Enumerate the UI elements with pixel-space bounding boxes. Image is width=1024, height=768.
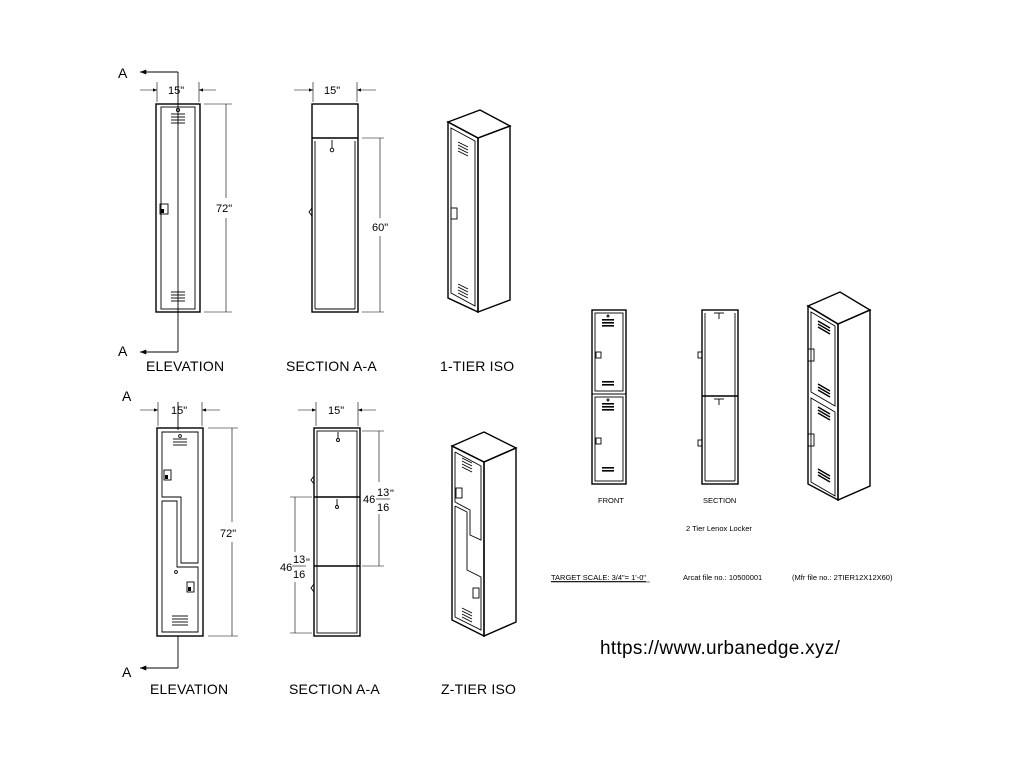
two-tier-front-label: FRONT — [598, 496, 624, 505]
two-tier-title: 2 Tier Lenox Locker — [686, 524, 752, 533]
view-label-section-2: SECTION A-A — [289, 681, 380, 697]
dim-lower-num: 13 — [293, 554, 305, 566]
dim-height-elevation-1: 72" — [216, 203, 232, 215]
dim-lower-den: 16 — [293, 569, 305, 581]
view-label-section-1: SECTION A-A — [286, 358, 377, 374]
view-label-z-tier-iso: Z-TIER ISO — [441, 681, 516, 697]
section-mark-a-top-1: A — [118, 65, 128, 81]
dim-upper-den: 16 — [377, 502, 389, 514]
two-tier-section-label: SECTION — [703, 496, 736, 505]
dim-upper-whole: 46 — [363, 494, 375, 506]
two-tier-front-view: FRONT — [591, 309, 627, 505]
dim-height-section-1: 60" — [372, 222, 388, 234]
elevation-1-view: A A 15" 72" ELEVATION — [118, 65, 232, 374]
view-label-elevation-1: ELEVATION — [146, 358, 224, 374]
dim-width-section-2: 15" — [328, 405, 344, 417]
one-tier-iso-view: 1-TIER ISO — [440, 109, 514, 374]
dim-upper-inch: " — [390, 488, 394, 500]
z-tier-iso-view: Z-TIER ISO — [441, 431, 518, 697]
note-target-scale: TARGET SCALE: 3/4"= 1'-0" — [551, 573, 646, 582]
note-arcat-file: Arcat file no.: 10500001 — [683, 573, 762, 582]
elevation-2-view: A A 15" 72" ELEVATION — [122, 388, 238, 697]
dim-width-section-1: 15" — [324, 85, 340, 97]
section-mark-a-top-2: A — [122, 388, 132, 404]
view-label-one-tier-iso: 1-TIER ISO — [440, 358, 514, 374]
section-mark-a-bottom-1: A — [118, 343, 128, 359]
note-mfr-file: (Mfr file no.: 2TIER12X12X60) — [792, 573, 893, 582]
dim-lower-whole: 46 — [280, 562, 292, 574]
dim-width-elevation-2: 15" — [171, 405, 187, 417]
dim-width-elevation-1: 15" — [168, 85, 184, 97]
dim-height-elevation-2: 72" — [220, 528, 236, 540]
website-url[interactable]: https://www.urbanedge.xyz/ — [600, 638, 841, 659]
dim-lower-inch: " — [306, 557, 310, 569]
section-1-view: 15" 60" SECTION A-A — [286, 82, 388, 374]
section-2-view: 15" 46 13 16 " 46 13 16 " SECTION A-A — [280, 402, 394, 697]
section-mark-a-bottom-2: A — [122, 664, 132, 680]
two-tier-section-view: SECTION — [697, 309, 739, 505]
two-tier-iso-view — [806, 291, 872, 502]
dim-upper-num: 13 — [377, 487, 389, 499]
view-label-elevation-2: ELEVATION — [150, 681, 228, 697]
